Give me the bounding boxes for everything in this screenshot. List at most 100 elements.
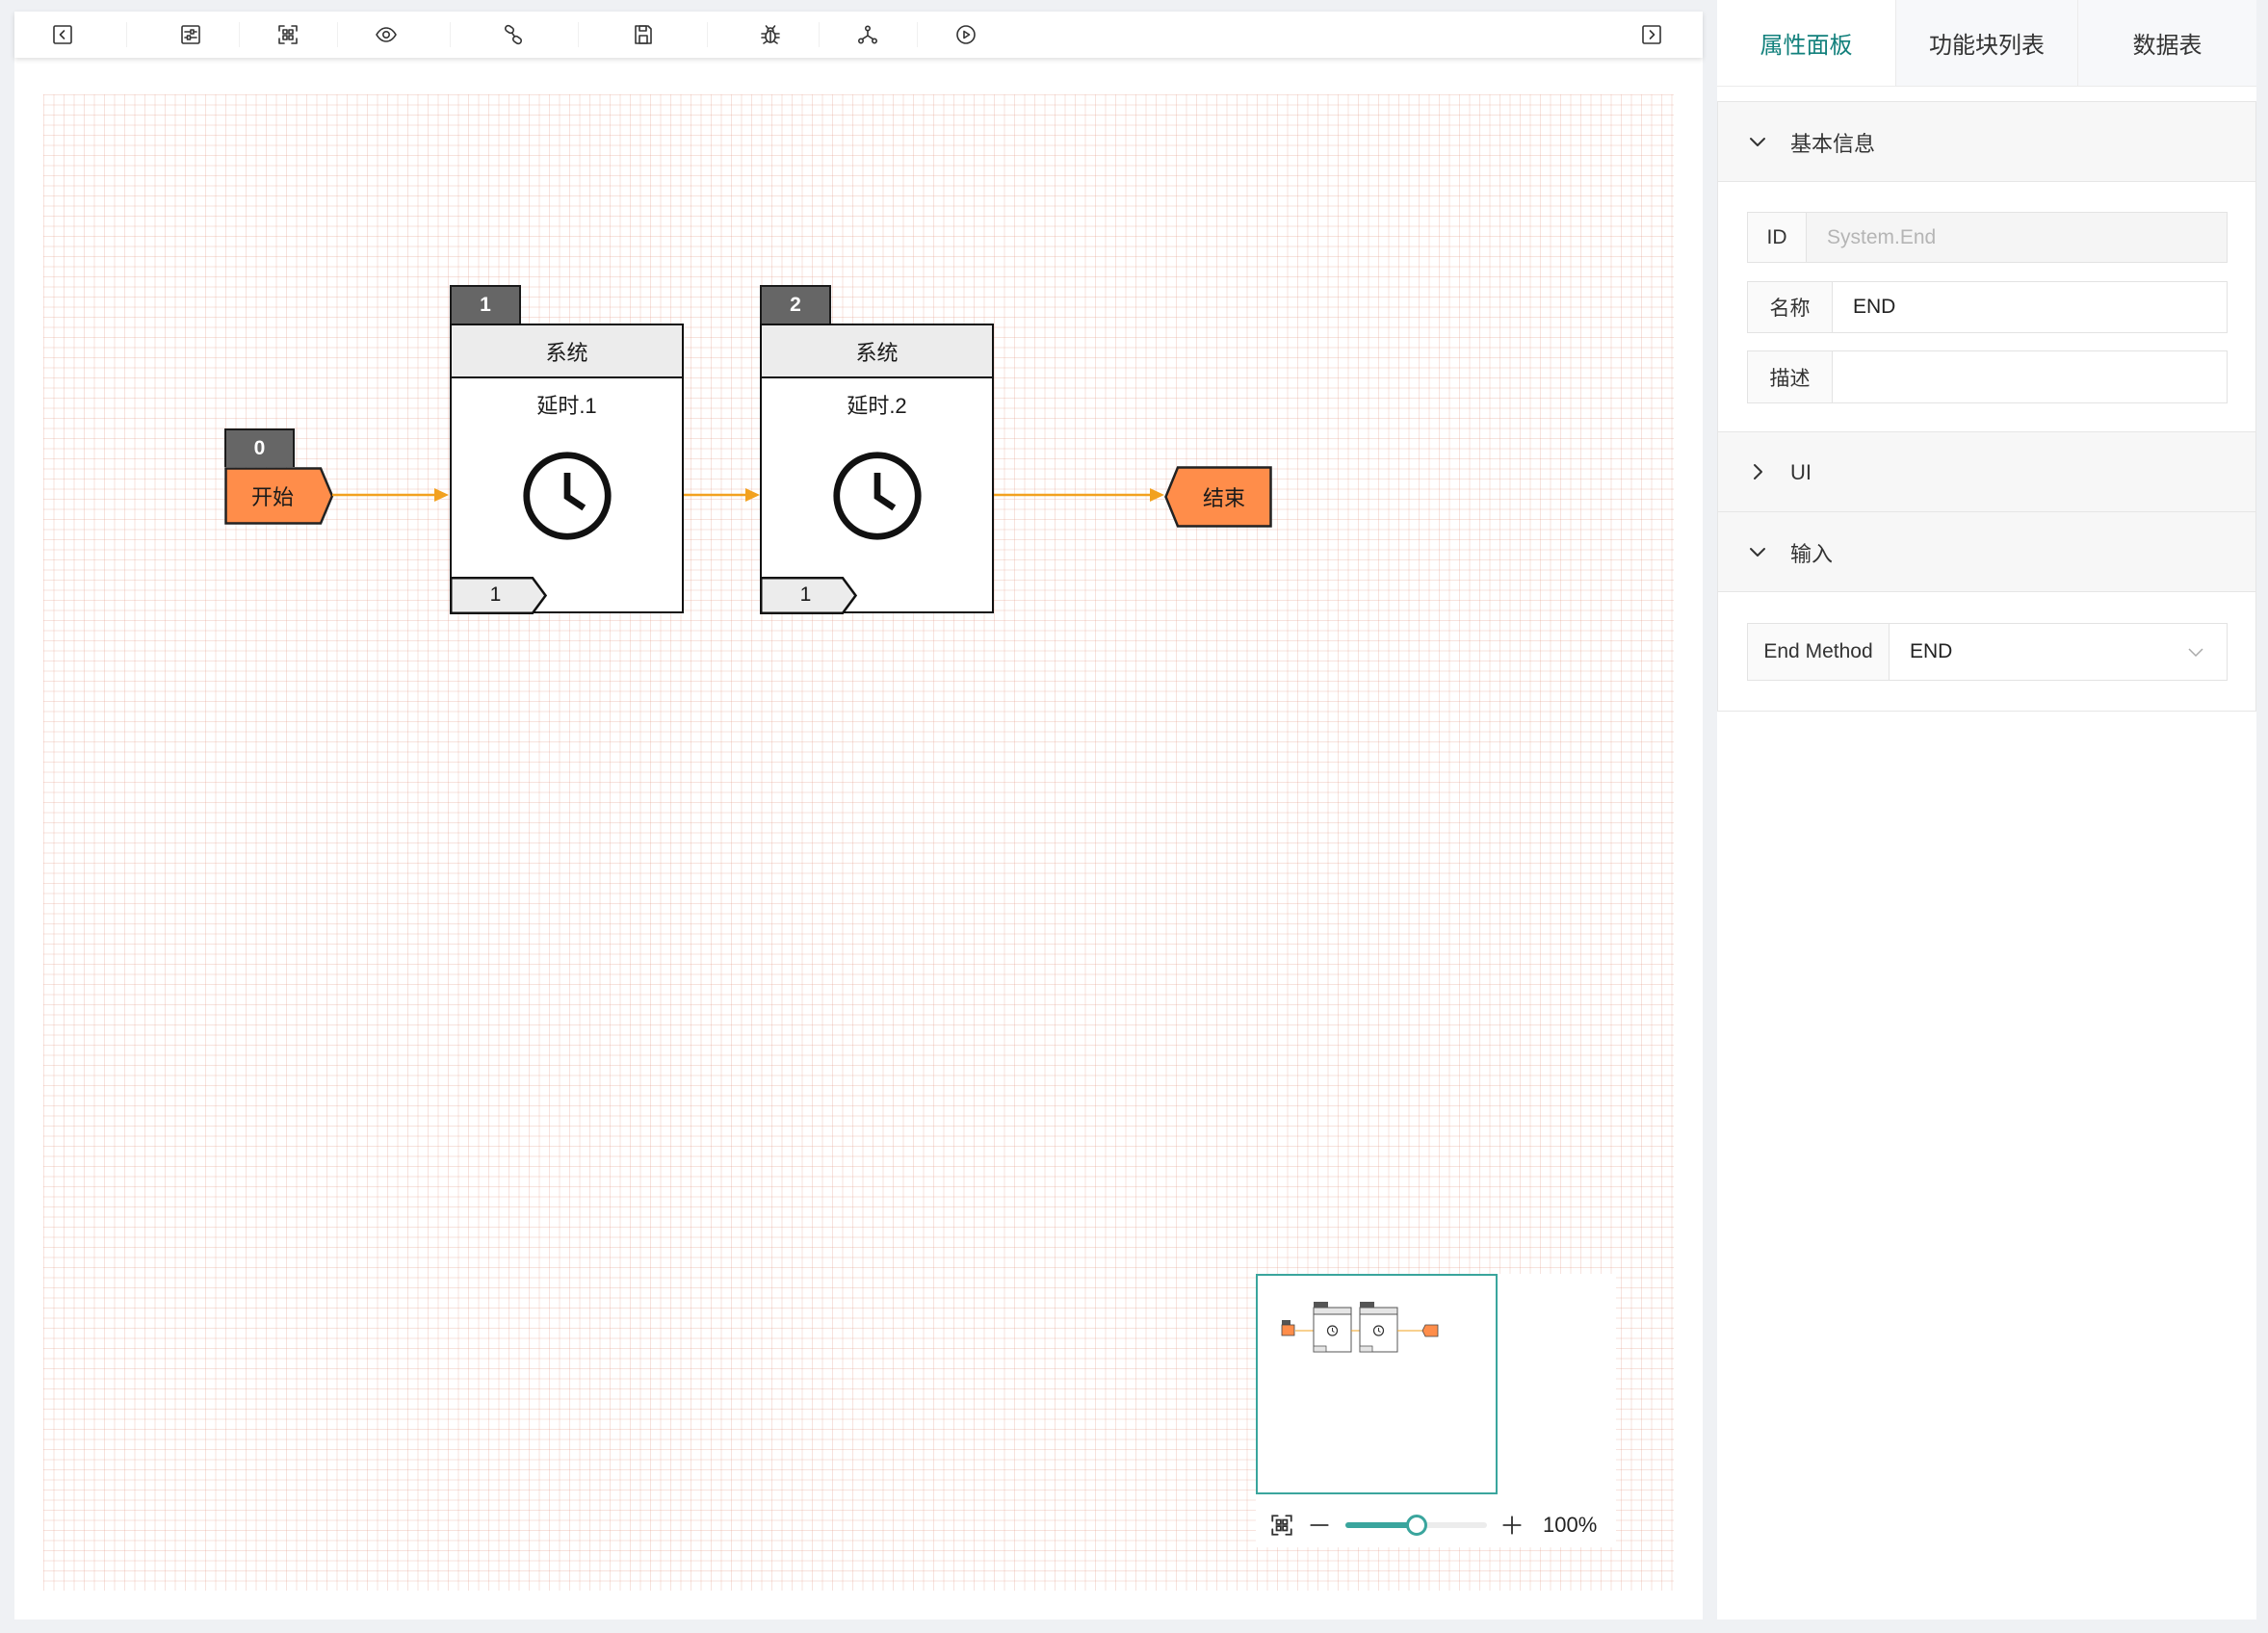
toolbar xyxy=(14,12,1703,58)
link-button[interactable] xyxy=(494,15,533,54)
fit-view-button[interactable] xyxy=(269,15,307,54)
block-index-tab: 1 xyxy=(450,285,521,324)
delay-block[interactable]: 系统 延时.1 1 xyxy=(449,324,684,614)
start-node-label: 开始 xyxy=(250,485,294,509)
topology-button[interactable] xyxy=(848,15,887,54)
section-header-basic-info[interactable]: 基本信息 xyxy=(1718,102,2255,182)
section-title: 输入 xyxy=(1790,541,1834,566)
zoom-fit-button[interactable] xyxy=(1269,1513,1294,1538)
end-method-label: End Method xyxy=(1747,623,1890,681)
debug-button[interactable] xyxy=(751,15,790,54)
side-panel: 属性面板 功能块列表 数据表 基本信息 ID 名称 描述 xyxy=(1717,0,2256,1620)
end-method-select[interactable]: END xyxy=(1890,623,2228,681)
section-title: UI xyxy=(1790,459,1812,484)
toolbar-divider xyxy=(707,22,708,47)
output-port[interactable]: 1 xyxy=(449,576,547,614)
tab-properties[interactable]: 属性面板 xyxy=(1717,0,1896,86)
delay-block[interactable]: 系统 延时.2 1 xyxy=(759,324,994,614)
settings-button[interactable] xyxy=(171,15,210,54)
block-title: 延时.2 xyxy=(847,394,907,418)
collapse-left-button[interactable] xyxy=(43,15,82,54)
minimap-end-node xyxy=(1421,1324,1439,1337)
output-port[interactable]: 1 xyxy=(759,576,857,614)
tab-data-table[interactable]: 数据表 xyxy=(2078,0,2256,86)
chevron-right-icon xyxy=(1746,460,1769,483)
chevron-down-icon xyxy=(1746,130,1769,153)
end-node-label: 结束 xyxy=(1202,486,1245,510)
description-field-row: 描述 xyxy=(1747,350,2228,403)
collapse-left-icon xyxy=(53,25,72,44)
plus-icon xyxy=(1502,1516,1522,1535)
name-field[interactable] xyxy=(1833,281,2228,333)
minimap-block xyxy=(1313,1302,1352,1353)
properties-collapse: 基本信息 ID 名称 描述 UI 输入 xyxy=(1717,101,2256,712)
section-title: 基本信息 xyxy=(1790,131,1876,156)
expand-right-icon xyxy=(1642,25,1661,44)
block-title: 延时.1 xyxy=(536,394,597,418)
toolbar-divider xyxy=(239,22,240,47)
zoom-level: 100% xyxy=(1543,1513,1598,1537)
zoom-slider[interactable] xyxy=(1345,1515,1487,1536)
fit-view-icon xyxy=(278,25,298,44)
run-button[interactable] xyxy=(947,15,985,54)
minimap-viewport[interactable] xyxy=(1256,1274,1498,1494)
id-field xyxy=(1807,212,2228,263)
bug-icon xyxy=(761,25,780,44)
toolbar-divider xyxy=(337,22,338,47)
description-field-label: 描述 xyxy=(1747,350,1833,403)
start-node-index: 0 xyxy=(224,428,295,467)
end-node[interactable]: 结束 xyxy=(1164,466,1272,528)
zoom-slider-handle[interactable] xyxy=(1405,1515,1427,1536)
side-panel-tabs: 属性面板 功能块列表 数据表 xyxy=(1717,0,2256,87)
section-body-inputs: End Method END xyxy=(1718,592,2255,712)
toolbar-divider xyxy=(450,22,451,47)
flow-canvas[interactable]: 0 开始 1 系统 延时.1 1 2 系统 延时.2 xyxy=(43,94,1674,1591)
end-method-value: END xyxy=(1910,640,1953,662)
output-port-label: 1 xyxy=(489,583,502,606)
clock-icon xyxy=(831,450,924,542)
preview-button[interactable] xyxy=(367,15,405,54)
description-field[interactable] xyxy=(1833,350,2228,403)
section-header-ui[interactable]: UI xyxy=(1718,432,2255,512)
toolbar-divider xyxy=(126,22,127,47)
connector-start-to-block-1[interactable] xyxy=(332,487,449,503)
chevron-down-icon xyxy=(1746,540,1769,563)
link-icon xyxy=(504,24,523,45)
zoom-in-button[interactable] xyxy=(1499,1513,1525,1538)
eye-icon xyxy=(376,27,397,42)
block-index-tab: 2 xyxy=(760,285,831,324)
section-body-basic-info: ID 名称 描述 xyxy=(1718,182,2255,432)
editor-panel: 0 开始 1 系统 延时.1 1 2 系统 延时.2 xyxy=(14,12,1703,1620)
save-button[interactable] xyxy=(624,15,663,54)
zoom-out-button[interactable] xyxy=(1307,1513,1332,1538)
zoom-controls: 100% xyxy=(1256,1505,1616,1543)
tab-block-list[interactable]: 功能块列表 xyxy=(1896,0,2078,86)
output-port-label: 1 xyxy=(799,583,812,606)
fit-view-icon xyxy=(1271,1515,1292,1536)
clock-icon xyxy=(521,450,613,542)
block-category: 系统 xyxy=(762,325,992,378)
connector-block-1-to-block-2[interactable] xyxy=(684,487,760,503)
id-field-row: ID xyxy=(1747,212,2228,263)
start-node-shape xyxy=(224,467,334,525)
toolbar-divider xyxy=(917,22,918,47)
name-field-row: 名称 xyxy=(1747,281,2228,333)
start-node[interactable]: 开始 xyxy=(224,467,334,525)
end-method-row: End Method END xyxy=(1747,623,2228,681)
chevron-down-icon xyxy=(2186,642,2205,661)
minimap-block xyxy=(1359,1302,1398,1353)
connector-block-2-to-end[interactable] xyxy=(994,487,1164,503)
block-category: 系统 xyxy=(452,325,682,378)
network-icon xyxy=(857,25,877,44)
minus-icon xyxy=(1310,1524,1329,1526)
play-circle-icon xyxy=(956,25,976,44)
id-field-label: ID xyxy=(1747,212,1807,263)
minimap[interactable]: 100% xyxy=(1256,1274,1616,1547)
section-header-inputs[interactable]: 输入 xyxy=(1718,512,2255,592)
zoom-slider-fill xyxy=(1345,1522,1417,1528)
minimap-start-node xyxy=(1281,1320,1295,1336)
expand-right-button[interactable] xyxy=(1632,15,1671,54)
toolbar-divider xyxy=(819,22,820,47)
name-field-label: 名称 xyxy=(1747,281,1833,333)
minimap-preview xyxy=(1281,1302,1439,1353)
